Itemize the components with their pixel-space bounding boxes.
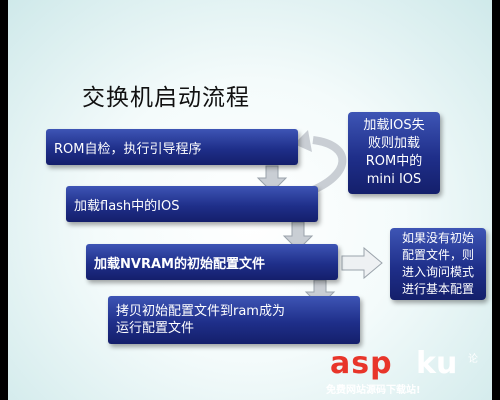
watermark-brand-white: ku: [416, 346, 458, 381]
watermark-small: 论: [468, 354, 478, 365]
slide: 交换机启动流程 ROM自检，执行引导程序 加载flash中的IOS 加载NVRA…: [8, 0, 492, 400]
curved-arrow-head: [294, 130, 312, 152]
step-load-nvram-config-label: 加载NVRAM的初始配置文件: [94, 256, 265, 272]
left-border: [0, 0, 8, 400]
connector-layer: [256, 130, 383, 307]
curved-arrow: [306, 136, 347, 196]
watermark-tagline: 免费网站源码下载站!: [326, 385, 421, 396]
step-rom-self-test-label: ROM自检，执行引导程序: [54, 141, 202, 157]
box-setup-mode: 如果没有初始 配置文件，则 进入询问模式 进行基本配置: [390, 228, 486, 300]
step-copy-running-config-label: 拷贝初始配置文件到ram成为 运行配置文件: [116, 304, 285, 336]
watermark-brand-red: asp: [330, 346, 393, 381]
step-copy-running-config: 拷贝初始配置文件到ram成为 运行配置文件: [108, 296, 360, 344]
right-arrow: [341, 246, 383, 280]
step-rom-self-test: ROM自检，执行引导程序: [46, 129, 298, 165]
step-load-flash-ios: 加载flash中的IOS: [66, 186, 318, 222]
box-mini-ios-fallback: 加载IOS失 败则加载 ROM中的 mini IOS: [348, 112, 440, 194]
right-border: [492, 0, 500, 400]
box-setup-mode-label: 如果没有初始 配置文件，则 进入询问模式 进行基本配置: [401, 231, 474, 296]
step-load-nvram-config: 加载NVRAM的初始配置文件: [86, 244, 338, 280]
watermark-logo: asp ku 论 免费网站源码下载站!: [326, 346, 500, 400]
down-arrow-2: [282, 221, 314, 251]
box-mini-ios-fallback-label: 加载IOS失 败则加载 ROM中的 mini IOS: [363, 118, 425, 187]
step-load-flash-ios-label: 加载flash中的IOS: [74, 198, 180, 214]
down-arrow-1: [256, 165, 288, 193]
diagram-title: 交换机启动流程: [82, 85, 250, 111]
